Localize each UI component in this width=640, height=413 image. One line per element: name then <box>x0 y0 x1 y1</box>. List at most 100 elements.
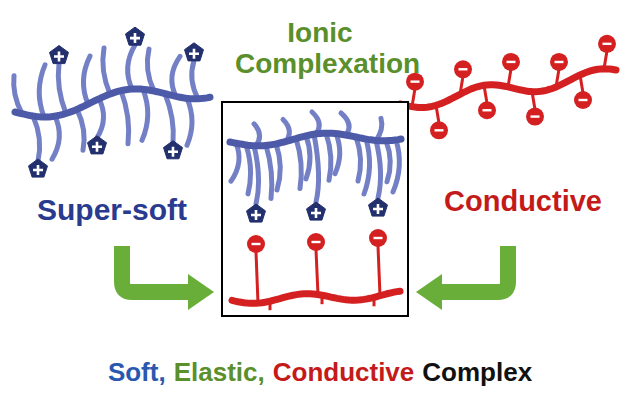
minus-sign <box>459 68 468 70</box>
pendant <box>256 252 258 303</box>
plus-sign <box>130 33 140 43</box>
side-chain <box>165 94 173 143</box>
side-chain <box>58 64 66 114</box>
side-chain <box>103 48 110 94</box>
pendant <box>556 69 559 87</box>
minus-sign <box>252 243 261 245</box>
side-chain <box>77 109 84 150</box>
side-chain <box>306 136 310 179</box>
pendant <box>373 297 376 306</box>
side-chain <box>266 145 272 198</box>
side-chain <box>231 143 239 181</box>
complex-illustration <box>230 112 401 310</box>
anion-symbol <box>307 233 325 251</box>
cation-symbol <box>369 198 388 216</box>
pendant <box>378 246 380 296</box>
brush-label: Super-soft <box>37 193 187 226</box>
plus-sign <box>33 165 43 175</box>
cation-symbol <box>185 43 204 61</box>
anion-symbol <box>247 235 265 253</box>
anion-symbol <box>550 53 568 71</box>
pendant <box>604 51 607 69</box>
minus-sign <box>555 61 564 63</box>
minus-sign <box>531 115 540 117</box>
plus-sign <box>251 210 261 220</box>
cation-symbol <box>29 159 48 177</box>
anion-symbol <box>526 108 544 126</box>
anion-symbol <box>369 229 387 247</box>
right-arrow <box>416 246 508 310</box>
minus-sign <box>579 99 588 101</box>
side-chain <box>39 65 45 117</box>
side-chain <box>393 140 399 192</box>
backbone <box>230 133 401 146</box>
cation-symbol <box>307 202 326 220</box>
bottom-caption-row: Soft, Elastic, ConductiveComplex <box>0 358 640 387</box>
anion-symbol <box>478 101 496 119</box>
polymer-label: Conductive <box>444 186 602 218</box>
side-chain <box>187 98 192 145</box>
pendant <box>508 69 511 87</box>
minus-sign <box>374 237 383 239</box>
pendant <box>532 92 535 110</box>
cation-symbol <box>247 204 266 222</box>
pendant <box>321 295 324 304</box>
side-chain <box>147 49 154 91</box>
cation-symbol <box>88 136 107 154</box>
plus-sign <box>92 142 102 152</box>
anion-symbol <box>598 35 616 53</box>
pendant <box>460 76 463 94</box>
process-label: Ionic Complexation <box>235 18 405 80</box>
left-arrow <box>122 246 214 310</box>
side-chain <box>254 146 259 204</box>
side-chain <box>172 56 180 96</box>
side-chain <box>121 91 129 144</box>
side-chain <box>83 56 90 104</box>
anion-symbol <box>430 121 448 139</box>
side-chain <box>246 145 251 194</box>
side-chain <box>33 116 40 161</box>
side-chain <box>52 116 59 159</box>
pendant <box>316 250 318 295</box>
minus-sign <box>411 80 420 82</box>
cation-symbol <box>164 141 183 159</box>
cation-symbol <box>126 27 145 45</box>
caption-word: Soft, <box>108 358 166 387</box>
pendant <box>269 301 272 310</box>
side-chain <box>276 144 280 190</box>
pendant <box>412 89 415 107</box>
cation-symbol <box>50 46 69 64</box>
side-chain <box>314 134 319 202</box>
pendant <box>436 105 439 123</box>
side-chain <box>14 76 22 114</box>
anion-symbol <box>454 60 472 78</box>
side-chain <box>128 45 135 89</box>
caption-word: Complex <box>422 358 532 387</box>
side-chain <box>386 141 390 182</box>
minus-sign <box>507 61 516 63</box>
backbone <box>15 89 210 117</box>
side-chain <box>296 139 301 189</box>
side-chain <box>364 139 370 194</box>
plus-sign <box>373 204 383 214</box>
side-chain <box>326 133 331 180</box>
side-chain <box>142 89 148 140</box>
side-chain <box>376 140 381 198</box>
minus-sign <box>312 241 321 243</box>
side-chain <box>335 134 340 174</box>
side-chain <box>192 61 198 99</box>
plus-sign <box>168 147 178 157</box>
anion-symbol <box>406 73 424 91</box>
caption-word: Elastic, <box>174 358 265 387</box>
plus-sign <box>189 49 199 59</box>
pendant <box>580 75 583 93</box>
complex-frame <box>222 102 408 316</box>
side-chain <box>97 99 104 138</box>
plus-sign <box>54 52 64 62</box>
anion-symbol <box>574 91 592 109</box>
side-chain <box>356 137 361 181</box>
caption-word: Conductive <box>273 358 415 387</box>
polyelectrolyte-chain <box>400 35 616 139</box>
minus-sign <box>603 43 612 45</box>
pendant <box>484 85 487 103</box>
